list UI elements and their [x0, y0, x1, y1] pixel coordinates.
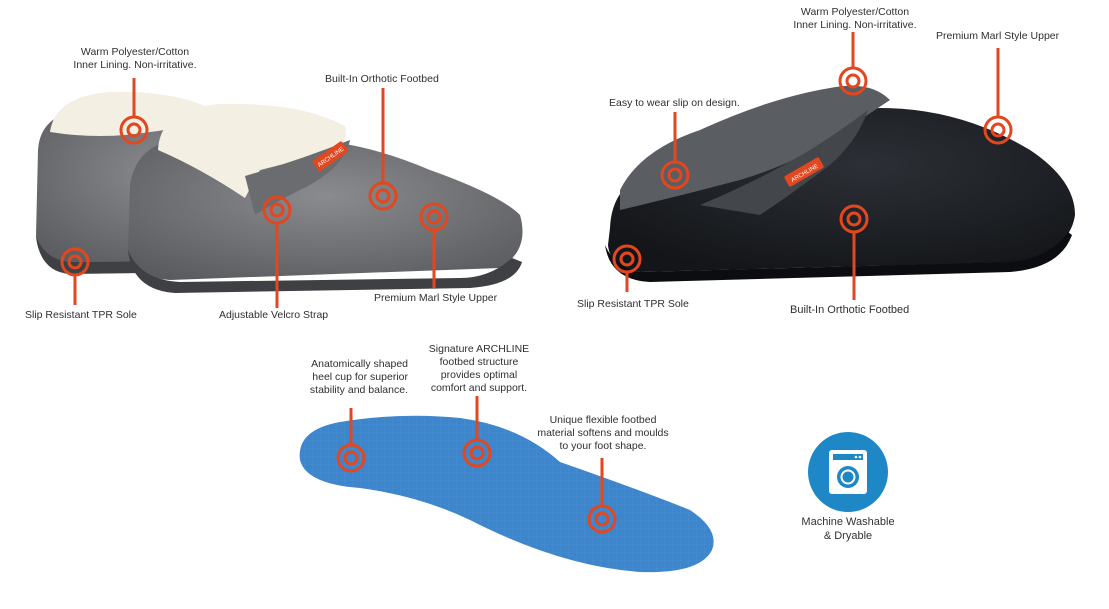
marker-black-sole [612, 244, 642, 274]
marker-insole-structure [462, 438, 492, 468]
grey-lining-label: Warm Polyester/Cotton Inner Lining. Non-… [73, 46, 197, 71]
marker-grey-sole [60, 247, 90, 277]
black-slipper-sole [605, 232, 1072, 282]
black-sole-label: Slip Resistant TPR Sole [577, 298, 689, 310]
insole-grid-texture [299, 415, 714, 573]
insole-structure-label: Signature ARCHLINE footbed structure pro… [428, 343, 530, 394]
grey-slipper-pair: ARCHLINE [36, 91, 523, 293]
marker-insole-heel [336, 443, 366, 473]
washer-caption: Machine Washable & Dryable [801, 516, 895, 542]
black-slipper-collar-lip [700, 110, 868, 215]
grey-footbed-label: Built-In Orthotic Footbed [325, 73, 439, 85]
grey-strap-label: Adjustable Velcro Strap [219, 309, 329, 321]
black-upper-label: Premium Marl Style Upper [936, 30, 1060, 42]
black-lining-label: Warm Polyester/Cotton Inner Lining. Non-… [793, 6, 917, 31]
marker-black-lining [838, 66, 868, 96]
marker-grey-upper [419, 202, 449, 232]
insole-heel-label: Anatomically shaped heel cup for superio… [309, 358, 408, 396]
black-slipper-brand-tag-bg [784, 157, 824, 187]
black-slip-on-label: Easy to wear slip on design. [609, 97, 740, 109]
marker-black-upper [983, 115, 1013, 145]
grey-slipper-brand-tag-bg [312, 141, 348, 172]
marker-grey-strap [262, 195, 292, 225]
marker-grey-lining [119, 115, 149, 145]
marker-black-footbed [839, 204, 869, 234]
grey-upper-label: Premium Marl Style Upper [374, 292, 498, 304]
orthotic-insole [299, 415, 714, 573]
marker-insole-material [587, 504, 617, 534]
marker-grey-footbed [368, 181, 398, 211]
callout-markers [60, 32, 1013, 534]
grey-slipper-front-sole [128, 250, 522, 293]
black-slipper-body [608, 108, 1075, 272]
grey-slipper-front-collar [158, 103, 346, 198]
marker-black-slip-on [660, 160, 690, 190]
black-footbed-label: Built-In Orthotic Footbed [790, 304, 910, 316]
insole-material-label: Unique flexible footbed material softens… [537, 414, 669, 452]
washing-machine-badge [808, 432, 888, 512]
washing-machine-icon [829, 450, 867, 494]
grey-sole-label: Slip Resistant TPR Sole [25, 309, 137, 321]
